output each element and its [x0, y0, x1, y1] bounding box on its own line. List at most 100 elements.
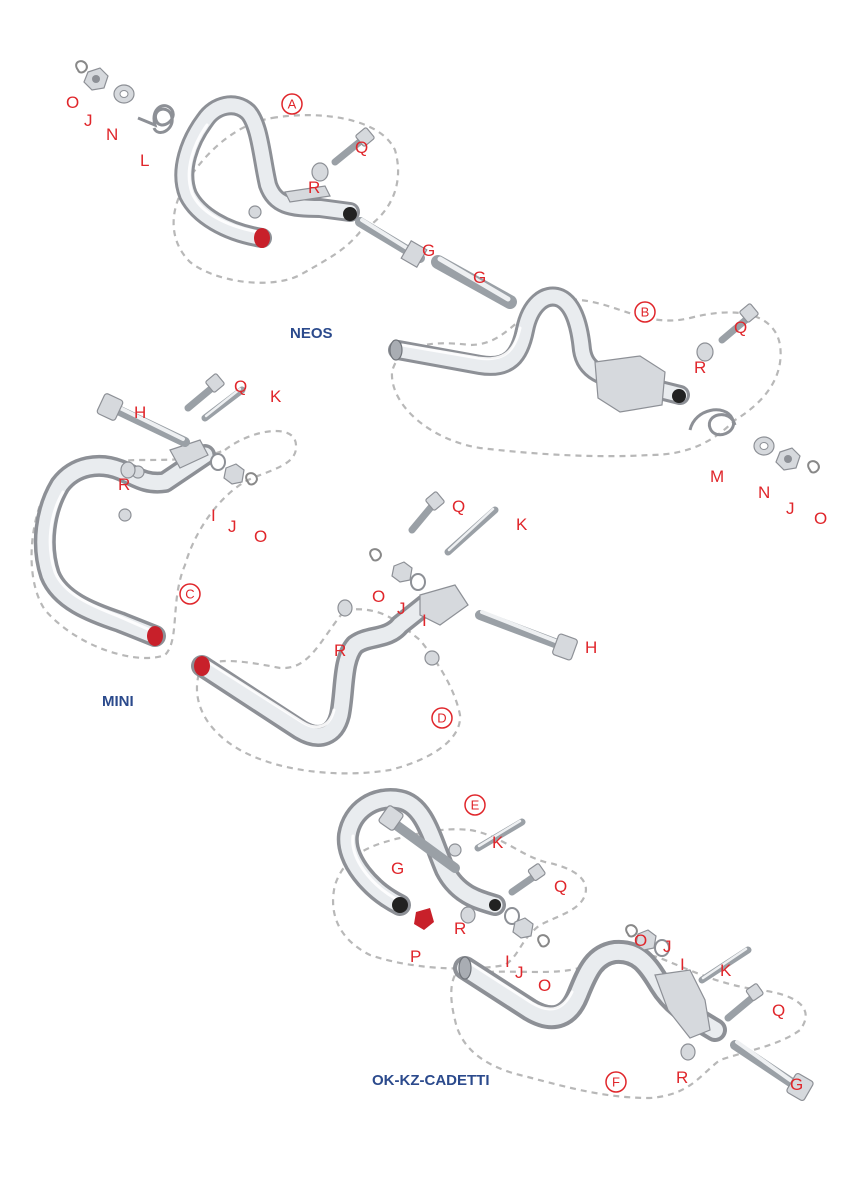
svg-text:E: E: [471, 798, 480, 813]
nut-j-ok-1: [512, 917, 534, 939]
outline-e: [331, 828, 588, 970]
part-label-g: G: [790, 1075, 803, 1094]
circled-label-b: B: [634, 301, 656, 323]
bolt-h-mini-1: [96, 393, 190, 447]
outline-f: [450, 954, 807, 1100]
part-label-o: O: [634, 931, 647, 950]
part-label-o: O: [66, 93, 79, 112]
nut-j-mini-2: [391, 561, 413, 583]
washer-i-ok-1: [504, 907, 520, 925]
bushing-r-mini-2: [337, 599, 353, 617]
pin-k-mini-2: [444, 506, 499, 556]
part-label-p: P: [410, 947, 421, 966]
outline-a: [172, 114, 400, 284]
part-label-i: I: [505, 952, 510, 971]
part-label-o: O: [538, 976, 551, 995]
washer-i-ok-2: [654, 939, 670, 957]
section-title-ok: OK-KZ-CADETTI: [372, 1072, 489, 1089]
part-label-l: L: [140, 151, 149, 170]
part-label-k: K: [270, 387, 282, 406]
plug-p-ok: [414, 908, 434, 930]
part-label-q: Q: [734, 318, 747, 337]
part-label-j: J: [397, 599, 406, 618]
part-label-o: O: [814, 509, 827, 528]
part-label-r: R: [694, 358, 706, 377]
part-label-k: K: [720, 961, 732, 980]
bushing-r-ok-1: [460, 906, 476, 924]
part-label-n: N: [106, 125, 118, 144]
bolt-q-ok-2: [724, 983, 764, 1022]
part-label-h: H: [134, 403, 146, 422]
washer-i-mini-2: [410, 573, 426, 591]
section-title-neos: NEOS: [290, 325, 333, 342]
part-label-i: I: [680, 955, 685, 974]
steering-arm-d: [191, 584, 469, 747]
part-label-n: N: [758, 483, 770, 502]
circled-label-e: E: [464, 794, 486, 816]
part-label-j: J: [84, 111, 93, 130]
bolt-h-mini-2: [475, 610, 578, 661]
part-label-r: R: [118, 475, 130, 494]
spring-clip-o-neos-1: [75, 60, 88, 74]
svg-text:A: A: [288, 97, 297, 112]
steering-arm-a: [174, 95, 360, 248]
part-label-j: J: [228, 517, 237, 536]
circled-label-a: A: [281, 93, 303, 115]
washer-i-mini-1: [210, 453, 226, 471]
bushing-r-ok-2: [680, 1043, 696, 1061]
bolt-q-mini-2: [408, 491, 445, 534]
part-label-j: J: [663, 937, 672, 956]
bolt-g-neos-2: [431, 255, 517, 309]
part-label-q: Q: [452, 497, 465, 516]
part-label-m: M: [710, 467, 724, 486]
steering-arm-b: [388, 286, 690, 413]
svg-text:C: C: [185, 587, 194, 602]
pin-k-ok-2: [698, 946, 752, 984]
svg-text:B: B: [641, 305, 650, 320]
part-label-r: R: [676, 1068, 688, 1087]
part-label-j: J: [786, 499, 795, 518]
nut-j-neos-1: [83, 67, 109, 91]
spring-clip-o-ok-1: [537, 934, 550, 948]
part-label-q: Q: [772, 1001, 785, 1020]
part-label-i: I: [422, 611, 427, 630]
part-label-k: K: [492, 833, 504, 852]
part-label-g: G: [473, 268, 486, 287]
part-label-r: R: [334, 641, 346, 660]
bushing-r-mini-1: [120, 461, 136, 479]
section-title-mini: MINI: [102, 693, 134, 710]
part-label-r: R: [454, 919, 466, 938]
nut-j-mini-1: [223, 463, 245, 485]
washer-neos-1: [113, 84, 135, 104]
bolt-g-ok-1: [378, 805, 460, 873]
outline-b: [390, 298, 782, 458]
part-label-j: J: [515, 963, 524, 982]
steering-arm-e: [336, 788, 506, 916]
bolt-q-mini-1: [184, 373, 225, 412]
part-label-o: O: [372, 587, 385, 606]
circled-label-d: D: [431, 707, 453, 729]
pin-k-ok-1: [474, 818, 526, 852]
part-label-o: O: [254, 527, 267, 546]
bushing-r-neos-1: [311, 162, 329, 182]
part-label-q: Q: [234, 377, 247, 396]
steering-arm-f: [453, 939, 727, 1042]
spring-clip-o-mini-2: [369, 548, 382, 562]
part-label-q: Q: [355, 138, 368, 157]
spring-m-neos: [688, 408, 737, 437]
part-label-q: Q: [554, 877, 567, 896]
bushing-r-neos-2: [696, 342, 714, 362]
washer-neos-2: [753, 436, 775, 456]
nut-j-neos-2: [775, 447, 801, 471]
svg-text:F: F: [612, 1075, 620, 1090]
part-label-r: R: [308, 178, 320, 197]
part-label-h: H: [585, 638, 597, 657]
bolt-q-neos-2: [718, 303, 759, 344]
circled-label-f: F: [605, 1071, 627, 1093]
part-label-g: G: [422, 241, 435, 260]
pin-k-mini-1: [201, 386, 246, 422]
spring-clip-o-mini-1: [245, 472, 258, 486]
svg-text:D: D: [437, 711, 446, 726]
spring-l-neos: [137, 104, 175, 134]
